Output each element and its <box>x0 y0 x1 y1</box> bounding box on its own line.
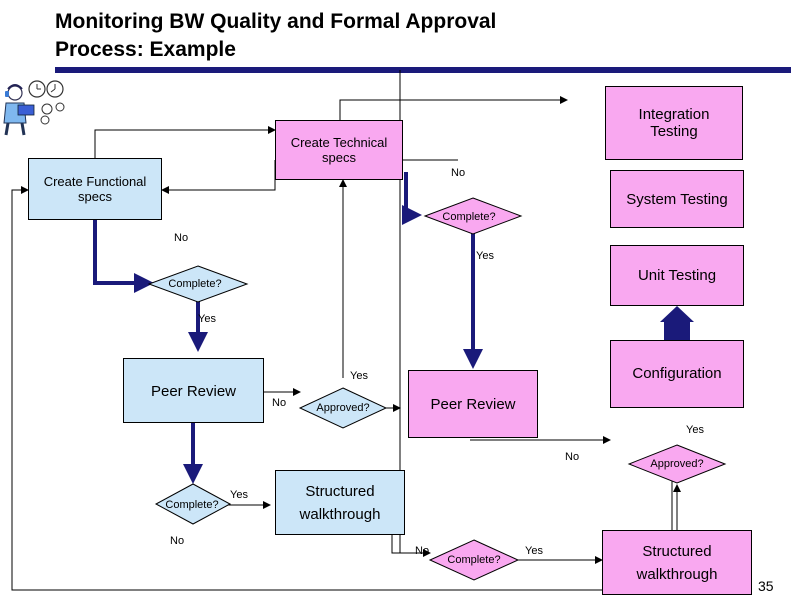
box-structured-walkthrough-mid: Structured walkthrough <box>275 470 405 535</box>
label-no-left: No <box>174 232 189 244</box>
peer-review-left-label: Peer Review <box>150 383 237 400</box>
box-unit-testing: Unit Testing <box>610 245 744 306</box>
system-testing-label: System Testing <box>626 190 728 208</box>
decision-complete-bottom-mid-label: Complete? <box>447 554 501 566</box>
decision-complete-bottom-mid <box>428 539 520 581</box>
thick-connectors <box>93 172 687 484</box>
label-no-bottom-mid: No <box>415 545 430 557</box>
decision-approved-right <box>627 444 727 484</box>
peer-review-mid-label: Peer Review <box>430 395 516 413</box>
up-block-arrow <box>660 306 694 340</box>
decision-complete-bottom-left-label: Complete? <box>165 499 219 511</box>
integration-testing-label: Integration Testing <box>638 106 710 140</box>
decision-complete-top <box>423 197 523 235</box>
decision-approved-mid-label: Approved? <box>316 402 370 414</box>
create-functional-specs-label: Create Functional specs <box>43 174 147 204</box>
page-number: 35 <box>758 578 774 594</box>
decision-complete-left-label: Complete? <box>168 278 222 290</box>
structured-walkthrough-right-label: Structured walkthrough <box>636 542 718 583</box>
connector-func-specs-to-complete <box>93 220 154 293</box>
decision-complete-left <box>147 265 249 303</box>
label-yes-approved-mid: Yes <box>350 370 368 382</box>
unit-testing-label: Unit Testing <box>637 267 717 284</box>
box-create-technical-specs: Create Technical specs <box>275 120 403 180</box>
page-title: Monitoring BW Quality and Formal Approva… <box>55 10 497 61</box>
person-with-clocks-icon <box>3 80 65 136</box>
structured-walkthrough-mid-label: Structured walkthrough <box>299 482 381 523</box>
configuration-label: Configuration <box>632 365 722 382</box>
box-create-functional-specs: Create Functional specs <box>28 158 162 220</box>
title-rule <box>55 67 791 73</box>
create-technical-specs-label: Create Technical specs <box>290 135 388 165</box>
connector-tech-specs-to-complete <box>402 172 422 225</box>
label-no-approved-mid: No <box>272 397 287 409</box>
label-yes-right: Yes <box>686 424 704 436</box>
label-no-right: No <box>565 451 580 463</box>
box-peer-review-left: Peer Review <box>123 358 264 423</box>
box-structured-walkthrough-right: Structured walkthrough <box>602 530 752 595</box>
connector-integration-feedback <box>339 96 568 120</box>
box-system-testing: System Testing <box>610 170 744 228</box>
label-yes-bottom-left: Yes <box>230 489 248 501</box>
box-integration-testing: Integration Testing <box>605 86 743 160</box>
label-yes-top: Yes <box>476 250 494 262</box>
decision-complete-bottom-left <box>154 483 232 525</box>
connector-complete-mid-loop <box>94 126 276 160</box>
box-peer-review-mid: Peer Review <box>408 370 538 438</box>
decision-complete-top-label: Complete? <box>442 211 496 223</box>
connector-tech-to-func <box>161 160 276 194</box>
label-yes-left: Yes <box>198 313 216 325</box>
label-no-bottom-left: No <box>170 535 185 547</box>
decision-diamonds <box>147 197 727 581</box>
label-yes-bottom-mid: Yes <box>525 545 543 557</box>
box-configuration: Configuration <box>610 340 744 408</box>
connector-sw-mid-to-complete <box>391 535 431 557</box>
label-no-top: No <box>451 167 466 179</box>
decision-approved-mid <box>298 387 388 429</box>
decision-approved-right-label: Approved? <box>650 458 704 470</box>
